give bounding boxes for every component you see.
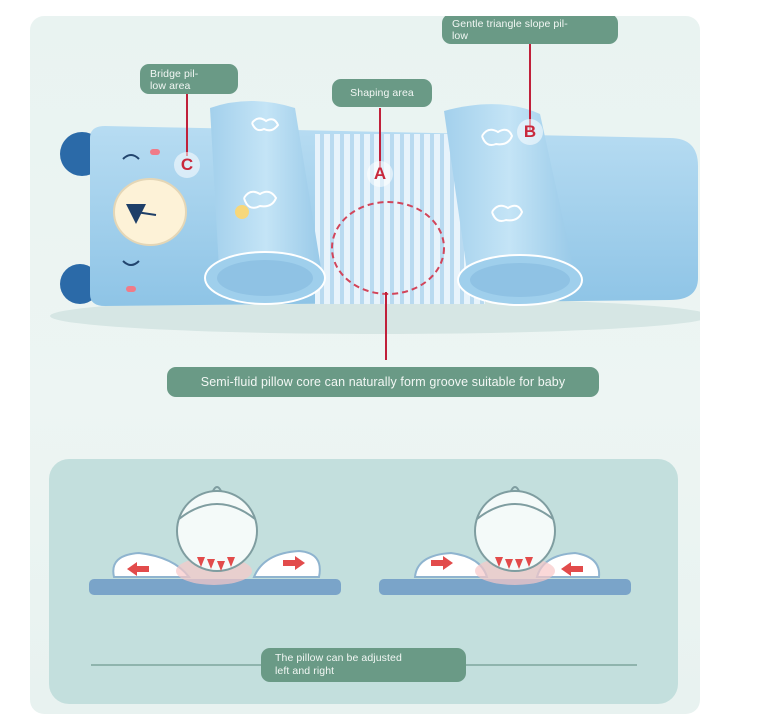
label-semi-fluid: Semi-fluid pillow core can naturally for… <box>167 367 599 397</box>
label-adjust: The pillow can be adjusted left and righ… <box>261 648 466 682</box>
divider-right <box>461 664 637 666</box>
divider-left <box>91 664 261 666</box>
product-image-card: Gentle triangle slope pil- low Bridge pi… <box>30 16 700 714</box>
pillow-illustration <box>50 101 700 334</box>
adjust-scene-left <box>89 486 341 595</box>
callout-line-b <box>529 44 531 132</box>
callout-line-a <box>379 108 381 168</box>
bridge-roll <box>210 101 322 290</box>
adjustment-panel: The pillow can be adjusted left and righ… <box>49 459 678 704</box>
adjust-scene-right <box>379 486 631 595</box>
label-shaping: Shaping area <box>332 79 432 107</box>
callout-line-c <box>186 94 188 156</box>
adjustment-diagram <box>89 486 631 595</box>
callout-c: C <box>174 152 200 178</box>
groove-circle <box>331 201 445 295</box>
label-bridge: Bridge pil- low area <box>140 64 238 94</box>
callout-line-groove <box>385 292 387 360</box>
callout-b: B <box>517 119 543 145</box>
callout-a: A <box>367 161 393 187</box>
slope-roll <box>444 104 575 294</box>
label-gentle-slope: Gentle triangle slope pil- low <box>442 16 618 44</box>
